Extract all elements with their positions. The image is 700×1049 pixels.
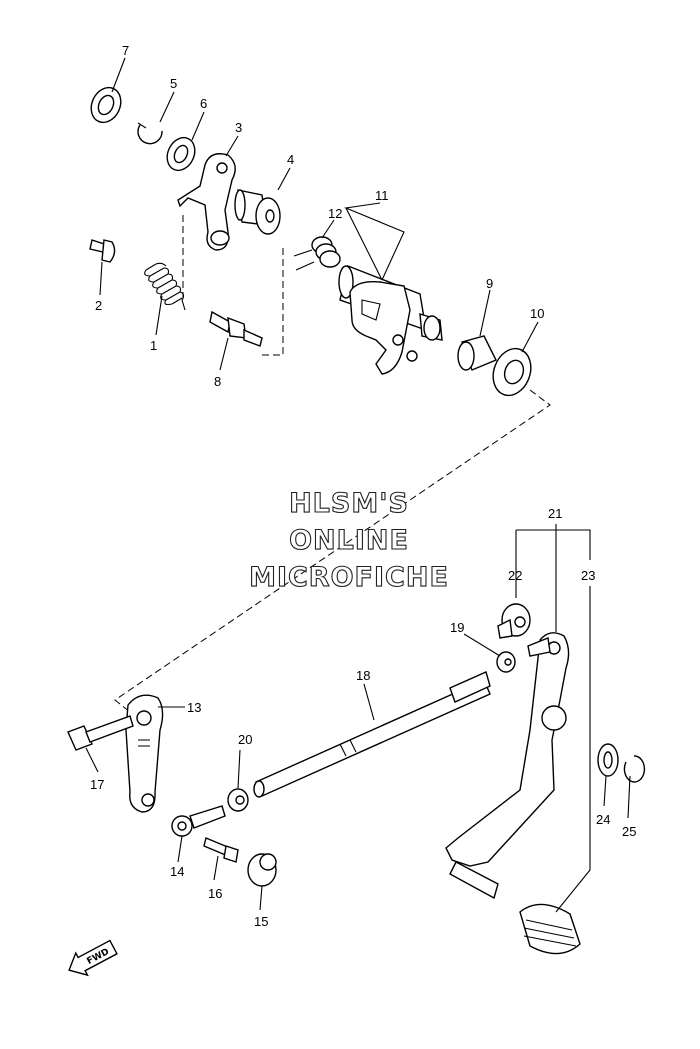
part-23-pedal-rubber (519, 903, 581, 955)
callout-22: 22 (508, 568, 522, 583)
callout-23: 23 (581, 568, 595, 583)
callout-10: 10 (530, 306, 544, 321)
part-14-joint (171, 805, 226, 837)
callout-8: 8 (214, 374, 221, 389)
part-16-bolt (203, 837, 239, 863)
callout-18: 18 (356, 668, 370, 683)
watermark-line-3: MICROFICHE (249, 562, 449, 593)
part-17-bolt (67, 715, 134, 751)
callout-16: 16 (208, 886, 222, 901)
assembly-line-center (262, 248, 284, 356)
watermark: HLSM'S ONLINE MICROFICHE (249, 487, 449, 593)
callout-1: 1 (150, 338, 157, 353)
part-13-shift-arm (125, 694, 164, 813)
assembly-line-long (114, 389, 551, 713)
callout-14: 14 (170, 864, 184, 879)
leader-lines (85, 57, 631, 913)
callout-5: 5 (170, 76, 177, 91)
callout-21: 21 (548, 506, 562, 521)
part-18-shift-rod (253, 671, 491, 798)
part-7-washer (90, 86, 122, 124)
callout-15: 15 (254, 914, 268, 929)
callout-labels: 7 5 6 3 4 11 12 2 1 8 9 10 13 17 14 16 1… (90, 43, 636, 929)
callout-4: 4 (287, 152, 294, 167)
callout-6: 6 (200, 96, 207, 111)
part-8-bolt (209, 310, 263, 347)
part-21-shift-pedal (445, 632, 570, 900)
callout-7: 7 (122, 43, 129, 58)
callout-3: 3 (235, 120, 242, 135)
part-5-circlip (137, 122, 163, 145)
fwd-arrow-icon: FWD (68, 939, 118, 977)
part-12-spring (293, 236, 341, 271)
callout-9: 9 (486, 276, 493, 291)
callout-11: 11 (375, 188, 389, 203)
watermark-line-1: HLSM'S (289, 488, 409, 519)
callout-19: 19 (450, 620, 464, 635)
callout-25: 25 (622, 824, 636, 839)
part-10-oil-seal (492, 347, 532, 397)
part-9-bushing (457, 335, 497, 371)
callout-20: 20 (238, 732, 252, 747)
callout-2: 2 (95, 298, 102, 313)
callout-12: 12 (328, 206, 342, 221)
part-24-washer (597, 743, 619, 777)
part-2-pin (89, 239, 116, 263)
watermark-line-2: ONLINE (289, 525, 409, 556)
part-1-spring (144, 262, 186, 311)
part-11-shift-shaft (338, 265, 443, 375)
part-25-circlip (623, 755, 646, 783)
callout-13: 13 (187, 700, 201, 715)
part-22-joint (497, 603, 531, 639)
callout-24: 24 (596, 812, 610, 827)
part-20-nut (227, 788, 249, 812)
part-19-nut (496, 651, 516, 673)
part-15-cap (247, 853, 277, 887)
part-4-collar (234, 189, 281, 235)
part-6-washer (166, 136, 196, 172)
part-3-shift-arm (177, 153, 236, 251)
callout-17: 17 (90, 777, 104, 792)
